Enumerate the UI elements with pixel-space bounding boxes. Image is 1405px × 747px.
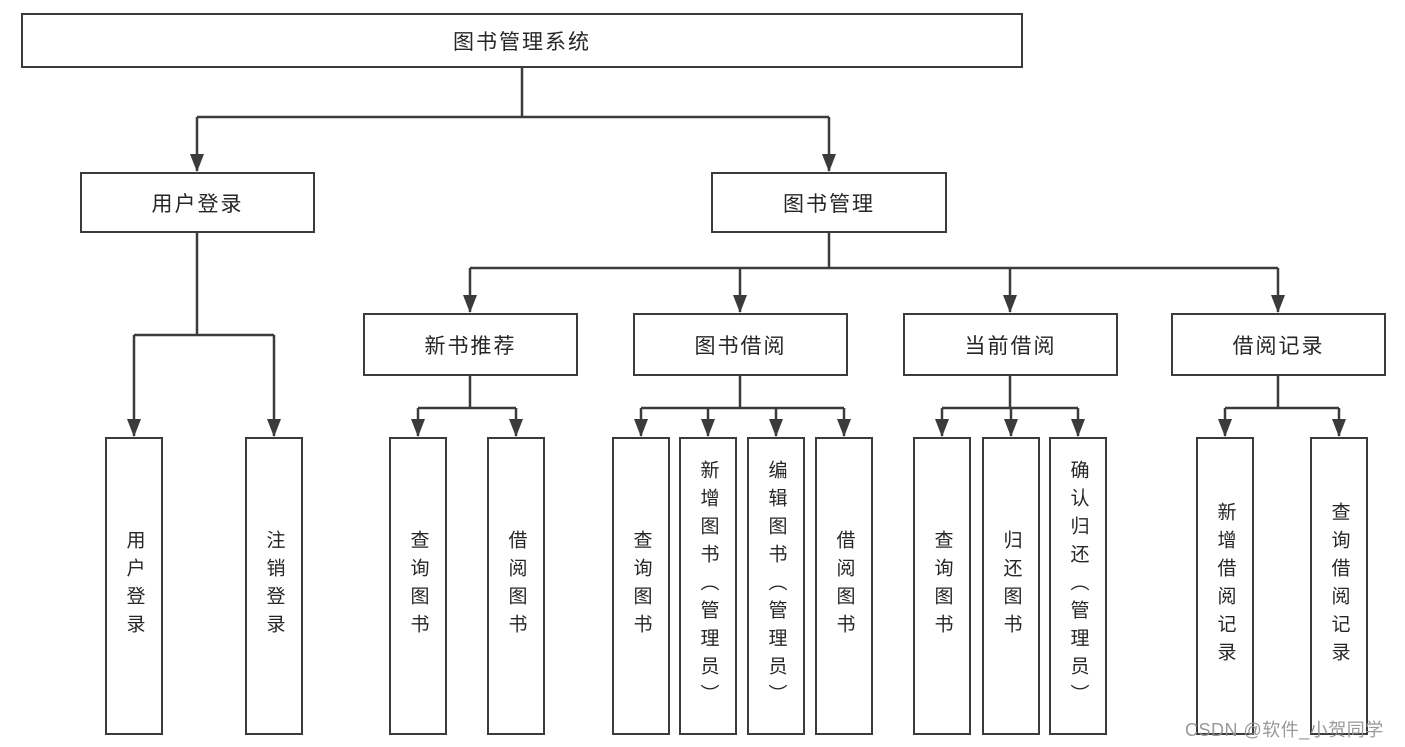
leaf-query-books-current: 查询图书 bbox=[913, 437, 971, 735]
leaf-query-books-recommend: 查询图书 bbox=[389, 437, 447, 735]
leaf-borrow-books-recommend: 借阅图书 bbox=[487, 437, 545, 735]
leaf-add-books-admin: 新增图书（管理员） bbox=[679, 437, 737, 735]
leaf-add-borrow-record: 新增借阅记录 bbox=[1196, 437, 1254, 735]
leaf-query-books-borrow: 查询图书 bbox=[612, 437, 670, 735]
leaf-borrow-books: 借阅图书 bbox=[815, 437, 873, 735]
leaf-query-borrow-record: 查询借阅记录 bbox=[1310, 437, 1368, 735]
leaf-user-login: 用户登录 bbox=[105, 437, 163, 735]
leaf-return-books: 归还图书 bbox=[982, 437, 1040, 735]
connector-segments bbox=[127, 68, 1346, 437]
node-book-management: 图书管理 bbox=[711, 172, 947, 233]
node-book-borrowing: 图书借阅 bbox=[633, 313, 848, 376]
leaf-logout: 注销登录 bbox=[245, 437, 303, 735]
node-user-login: 用户登录 bbox=[80, 172, 315, 233]
node-current-borrowing: 当前借阅 bbox=[903, 313, 1118, 376]
csdn-watermark: CSDN @软件_小贺同学 bbox=[1185, 720, 1384, 740]
node-new-book-recommend: 新书推荐 bbox=[363, 313, 578, 376]
leaf-edit-books-admin: 编辑图书（管理员） bbox=[747, 437, 805, 735]
node-root-library-system: 图书管理系统 bbox=[21, 13, 1023, 68]
leaf-confirm-return-admin: 确认归还（管理员） bbox=[1049, 437, 1107, 735]
node-borrowing-records: 借阅记录 bbox=[1171, 313, 1386, 376]
